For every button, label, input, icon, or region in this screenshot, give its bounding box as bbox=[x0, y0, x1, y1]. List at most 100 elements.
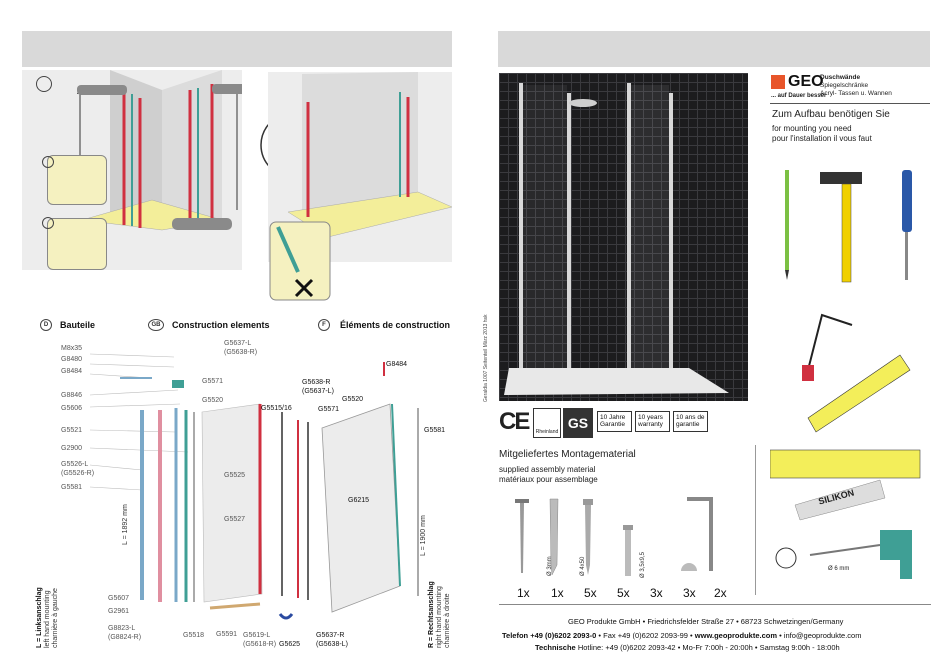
parts-title-de: Bauteile bbox=[60, 320, 96, 330]
label-g5581-left: G5581 bbox=[61, 484, 83, 491]
mounting-left-fr: charnière à gauche bbox=[52, 588, 60, 648]
geo-logo-mark bbox=[771, 75, 785, 89]
brand-product-1: Duschwände bbox=[820, 74, 861, 81]
label-g5591: G5591 bbox=[216, 631, 238, 638]
length-left: L = 1892 mm bbox=[122, 504, 129, 545]
label-g5619-l: G5619-L bbox=[243, 632, 271, 639]
mounting-right-en: right hand mounting bbox=[436, 586, 444, 648]
brand-products: Duschwände Spiegelschränke Acryl- Tassen… bbox=[820, 74, 892, 98]
material-title-de: Mitgeliefertes Montagematerial bbox=[499, 449, 636, 460]
qty-nail: 1x bbox=[517, 586, 530, 600]
label-g5638-r: G5638-R bbox=[302, 379, 331, 386]
footer-phone-row: Telefon +49 (0)6202 2093-0 • Fax +49 (0)… bbox=[502, 631, 861, 640]
step-a-marker bbox=[36, 76, 52, 92]
label-g5637-l: G5637-L bbox=[224, 340, 252, 347]
warranty-badge-en: 10 years warranty bbox=[635, 411, 670, 432]
brand-divider bbox=[770, 103, 930, 104]
photo-caption: Geraldia 1007 Seitenteil März 2013 hsk bbox=[483, 314, 489, 402]
label-g8823-l: G8823-L bbox=[108, 625, 136, 632]
label-g5520-left: G5520 bbox=[202, 397, 224, 404]
footer-fax: • Fax +49 (0)6202 2093-99 • bbox=[598, 631, 693, 640]
detail-inset-2 bbox=[47, 218, 107, 270]
right-header-bar bbox=[498, 31, 930, 67]
mounting-left-en: left hand mounting bbox=[44, 590, 52, 648]
brand-product-2: Spiegelschränke bbox=[820, 82, 869, 90]
label-g8824-r: (G8824-R) bbox=[108, 634, 142, 641]
footer-hotline[interactable]: Hotline: +49 (0)6202 2093-42 bbox=[577, 643, 676, 652]
shower-photo bbox=[499, 73, 748, 401]
label-g5618-r: (G5618-R) bbox=[243, 641, 277, 648]
label-g5526-r: (G5526-R) bbox=[61, 470, 95, 477]
label-g5637-r: G5637-R bbox=[316, 632, 345, 639]
label-g5525: G5525 bbox=[224, 472, 246, 479]
tools-title-de: Zum Aufbau benötigen Sie bbox=[772, 109, 890, 120]
warranty-fr-1: 10 ans de bbox=[676, 414, 705, 421]
label-g8480: G8480 bbox=[61, 356, 83, 363]
label-g5637-l-paren: (G5637-L) bbox=[302, 388, 334, 395]
label-g5521: G5521 bbox=[61, 427, 83, 434]
label-g5638-r-top: (G5638-R) bbox=[224, 349, 258, 356]
footer-website[interactable]: www.geoprodukte.com bbox=[694, 631, 778, 640]
label-g5638-l: (G5638-L) bbox=[316, 641, 348, 648]
label-g5515-16: G5515/16 bbox=[261, 405, 292, 412]
ce-mark: CE bbox=[499, 408, 530, 435]
footer-tel[interactable]: +49 (0)6202 2093-0 bbox=[530, 631, 597, 640]
label-g5520-right: G5520 bbox=[342, 396, 364, 403]
label-g5606: G5606 bbox=[61, 405, 83, 412]
warranty-en-2: warranty bbox=[638, 421, 663, 429]
tuv-mark: Rheinland bbox=[533, 408, 561, 438]
footer-hours: • Mo-Fr 7:00h - 20:00h • Samstag 9:00h -… bbox=[677, 643, 840, 652]
label-g8846: G8846 bbox=[61, 392, 83, 399]
tools-title-en: for mounting you need bbox=[772, 124, 852, 133]
drill-size-label: Ø 6 mm bbox=[828, 566, 850, 572]
screw-size-1: Ø 3mm bbox=[547, 556, 553, 576]
geo-logo-text: GEO bbox=[788, 73, 824, 90]
geo-tagline: ... auf Dauer besser bbox=[771, 93, 827, 99]
label-g2961: G2961 bbox=[108, 608, 130, 615]
warranty-de-1: 10 Jahre bbox=[600, 414, 626, 421]
step-b-marker bbox=[42, 156, 54, 168]
parts-title-fr: Éléments de construction bbox=[340, 320, 451, 330]
lang-badge-d: D bbox=[40, 319, 52, 331]
label-g5526-l: G5526-L bbox=[61, 461, 89, 468]
footer-tech-label: Technische bbox=[535, 643, 576, 652]
qty-allen-key: 2x bbox=[714, 586, 727, 600]
qty-screw: 5x bbox=[584, 586, 597, 600]
label-g5518: G5518 bbox=[183, 632, 205, 639]
label-g5571-left: G5571 bbox=[202, 378, 224, 385]
length-right: L = 1900 mm bbox=[420, 515, 427, 556]
tuv-mark-text: Rheinland bbox=[535, 429, 559, 435]
material-illustration bbox=[505, 495, 745, 585]
mounting-left-de: L = Linksanschlag bbox=[36, 587, 43, 648]
material-title-fr: matériaux pour assemblage bbox=[499, 475, 598, 484]
screw-size-3: Ø 3,5x9,5 bbox=[640, 551, 646, 578]
footer-divider bbox=[499, 604, 931, 605]
label-m8x35: M8x35 bbox=[61, 345, 83, 352]
qty-cap: 3x bbox=[683, 586, 696, 600]
qty-drill-bit: 1x bbox=[551, 586, 564, 600]
brand-product-3: Acryl- Tassen u. Wannen bbox=[820, 90, 892, 98]
label-g8484-right: G8484 bbox=[386, 361, 408, 368]
detail-inset-1 bbox=[47, 155, 107, 205]
screw-size-2: Ø 4x50 bbox=[580, 556, 586, 576]
footer-hotline-row: Technische Hotline: +49 (0)6202 2093-42 … bbox=[535, 643, 840, 652]
footer-tel-label: Telefon bbox=[502, 631, 529, 640]
warranty-fr-2: garantie bbox=[676, 421, 700, 429]
label-g5607: G5607 bbox=[108, 595, 130, 602]
label-g5527: G5527 bbox=[224, 516, 246, 523]
page-divider bbox=[755, 445, 756, 595]
left-header-bar bbox=[22, 31, 452, 67]
tools-title-fr: pour l'installation il vous faut bbox=[772, 134, 872, 143]
mounting-left-note: L = Linksanschlag left hand mounting cha… bbox=[36, 587, 60, 648]
step-c-marker bbox=[42, 217, 54, 229]
gs-mark-text: GS bbox=[567, 415, 589, 431]
mounting-right-note: R = Rechtsanschlag right hand mounting c… bbox=[428, 581, 452, 648]
parts-exploded-view bbox=[89, 340, 450, 640]
tools-illustration bbox=[769, 160, 940, 590]
warranty-badge-de: 10 Jahre Garantie bbox=[597, 411, 632, 432]
warranty-de-2: Garantie bbox=[600, 421, 625, 429]
footer-email[interactable]: • info@geoprodukte.com bbox=[779, 631, 862, 640]
parts-title-en: Construction elements bbox=[172, 320, 270, 330]
qty-small-screw: 3x bbox=[650, 586, 663, 600]
label-g8484-left: G8484 bbox=[61, 368, 83, 375]
